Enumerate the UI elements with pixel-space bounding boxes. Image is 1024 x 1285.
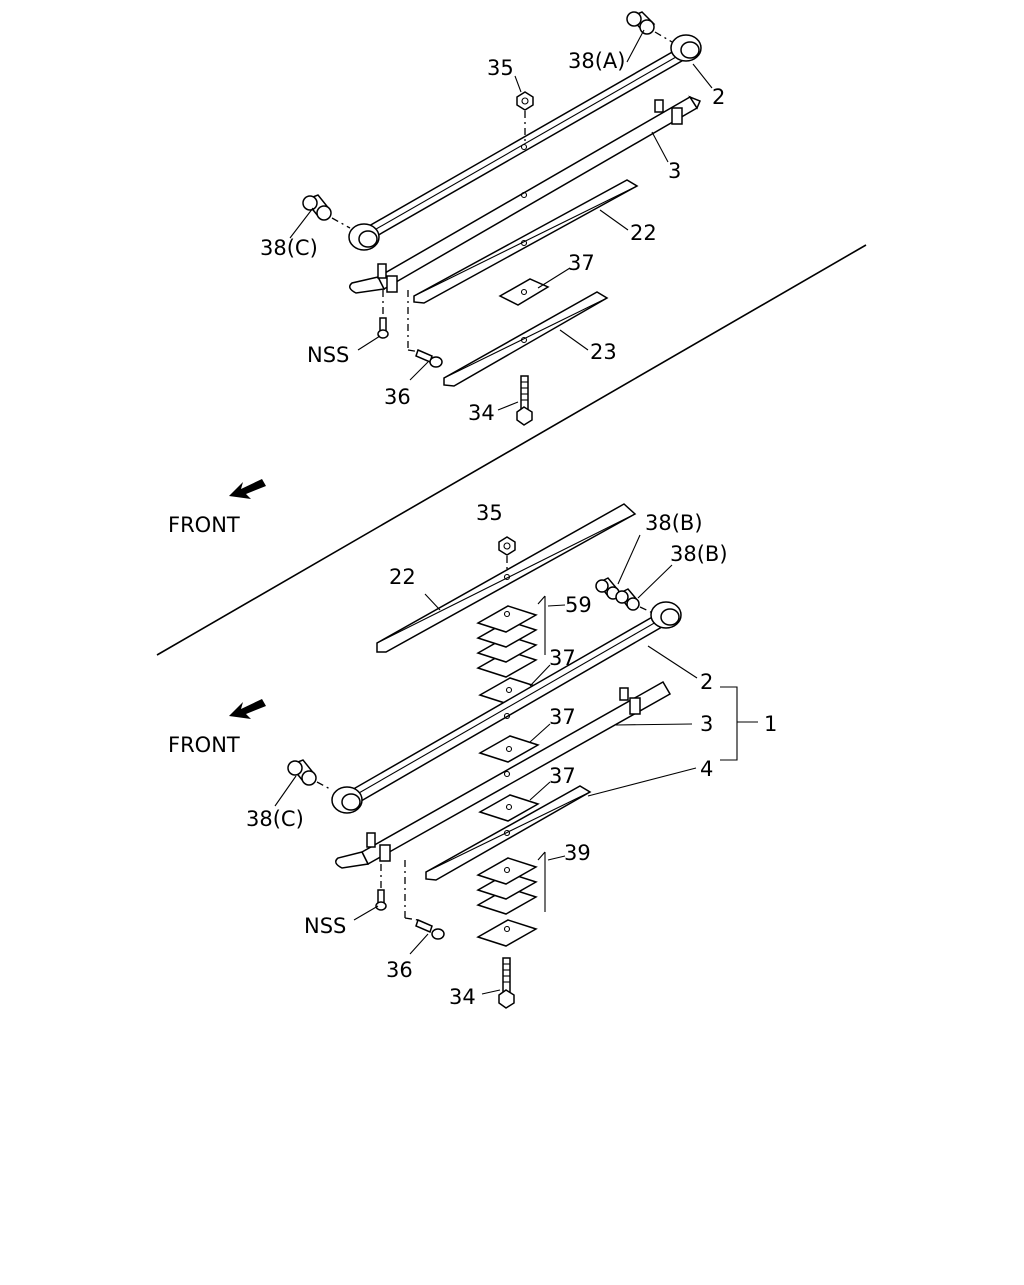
arrow-down-left-icon: [229, 479, 266, 499]
leaf-2-bottom: [331, 601, 682, 814]
callout-4: 4: [700, 757, 713, 781]
callout-37-top: 37: [568, 251, 595, 275]
bushing-38a-top: [626, 11, 673, 43]
leaf-22-top: [413, 179, 639, 304]
callout-38b-1: 38(B): [645, 511, 703, 535]
callout-37a-bottom: 37: [549, 646, 576, 670]
callout-38c-top: 38(C): [260, 236, 318, 260]
nut-35-bottom: [498, 536, 516, 572]
assembly-bracket: [720, 686, 758, 761]
callout-59: 59: [565, 593, 592, 617]
callout-34-top: 34: [468, 401, 495, 425]
bolt-34-bottom: [498, 957, 515, 1009]
arrow-down-left-icon: [229, 699, 266, 719]
callout-38c-bottom: 38(C): [246, 807, 304, 831]
leaf-22-bottom: [376, 503, 637, 653]
callout-36-top: 36: [384, 385, 411, 409]
callout-34-bottom: 34: [449, 985, 476, 1009]
bolt-36-top: [407, 290, 443, 368]
callout-39: 39: [564, 841, 591, 865]
callout-35-bottom: 35: [476, 501, 503, 525]
bushing-38c-top: [302, 194, 351, 229]
callout-22-top: 22: [630, 221, 657, 245]
shim-stack-39: [476, 851, 546, 947]
callout-1: 1: [764, 712, 777, 736]
callout-2-top: 2: [712, 85, 725, 109]
front-label-upper: FRONT: [168, 513, 240, 537]
leaf-2-top: [348, 34, 702, 251]
shim-stack-59: [476, 595, 546, 678]
callout-3-bottom: 3: [700, 712, 713, 736]
front-label-lower: FRONT: [168, 733, 240, 757]
callout-nss-bottom: NSS: [304, 914, 346, 938]
bolt-34-top: [516, 375, 533, 426]
callout-38a-top: 38(A): [568, 49, 625, 73]
callout-36-bottom: 36: [386, 958, 413, 982]
callout-35-top: 35: [487, 56, 514, 80]
leaf-4-bottom: [425, 785, 592, 881]
callout-38b-2: 38(B): [670, 542, 728, 566]
bolt-nss-bottom: [375, 864, 387, 911]
callout-3-top: 3: [668, 159, 681, 183]
front-arrow-lower: FRONT: [168, 699, 266, 757]
bushing-38b-2: [615, 588, 656, 615]
leaf-23-top: [443, 291, 609, 387]
nut-35-top: [516, 91, 534, 142]
section-divider: [156, 244, 867, 656]
callout-22-bottom: 22: [389, 565, 416, 589]
bolt-36-bottom: [404, 860, 445, 940]
callout-2-bottom: 2: [700, 670, 713, 694]
shim-37-top: [498, 278, 550, 306]
shim-37b-bottom: [478, 735, 540, 763]
bottom-assembly: 35 38(B) 38(B) 22 59 37 2 37 3 1 4 37 38…: [246, 501, 777, 1009]
callout-37b-bottom: 37: [549, 705, 576, 729]
leaf-3-bottom: [335, 680, 672, 869]
front-arrow-upper: FRONT: [168, 479, 266, 537]
callout-37c-bottom: 37: [549, 764, 576, 788]
callout-23-top: 23: [590, 340, 617, 364]
callout-nss-top: NSS: [307, 343, 349, 367]
bolt-nss-top: [377, 290, 389, 339]
top-assembly: 35 38(A) 2 3 22 38(C) 37 NSS 23 36 34: [260, 11, 725, 426]
shim-37c-bottom: [478, 794, 540, 822]
leaf-3-top: [349, 95, 701, 294]
bushing-38c-bottom: [287, 759, 333, 791]
